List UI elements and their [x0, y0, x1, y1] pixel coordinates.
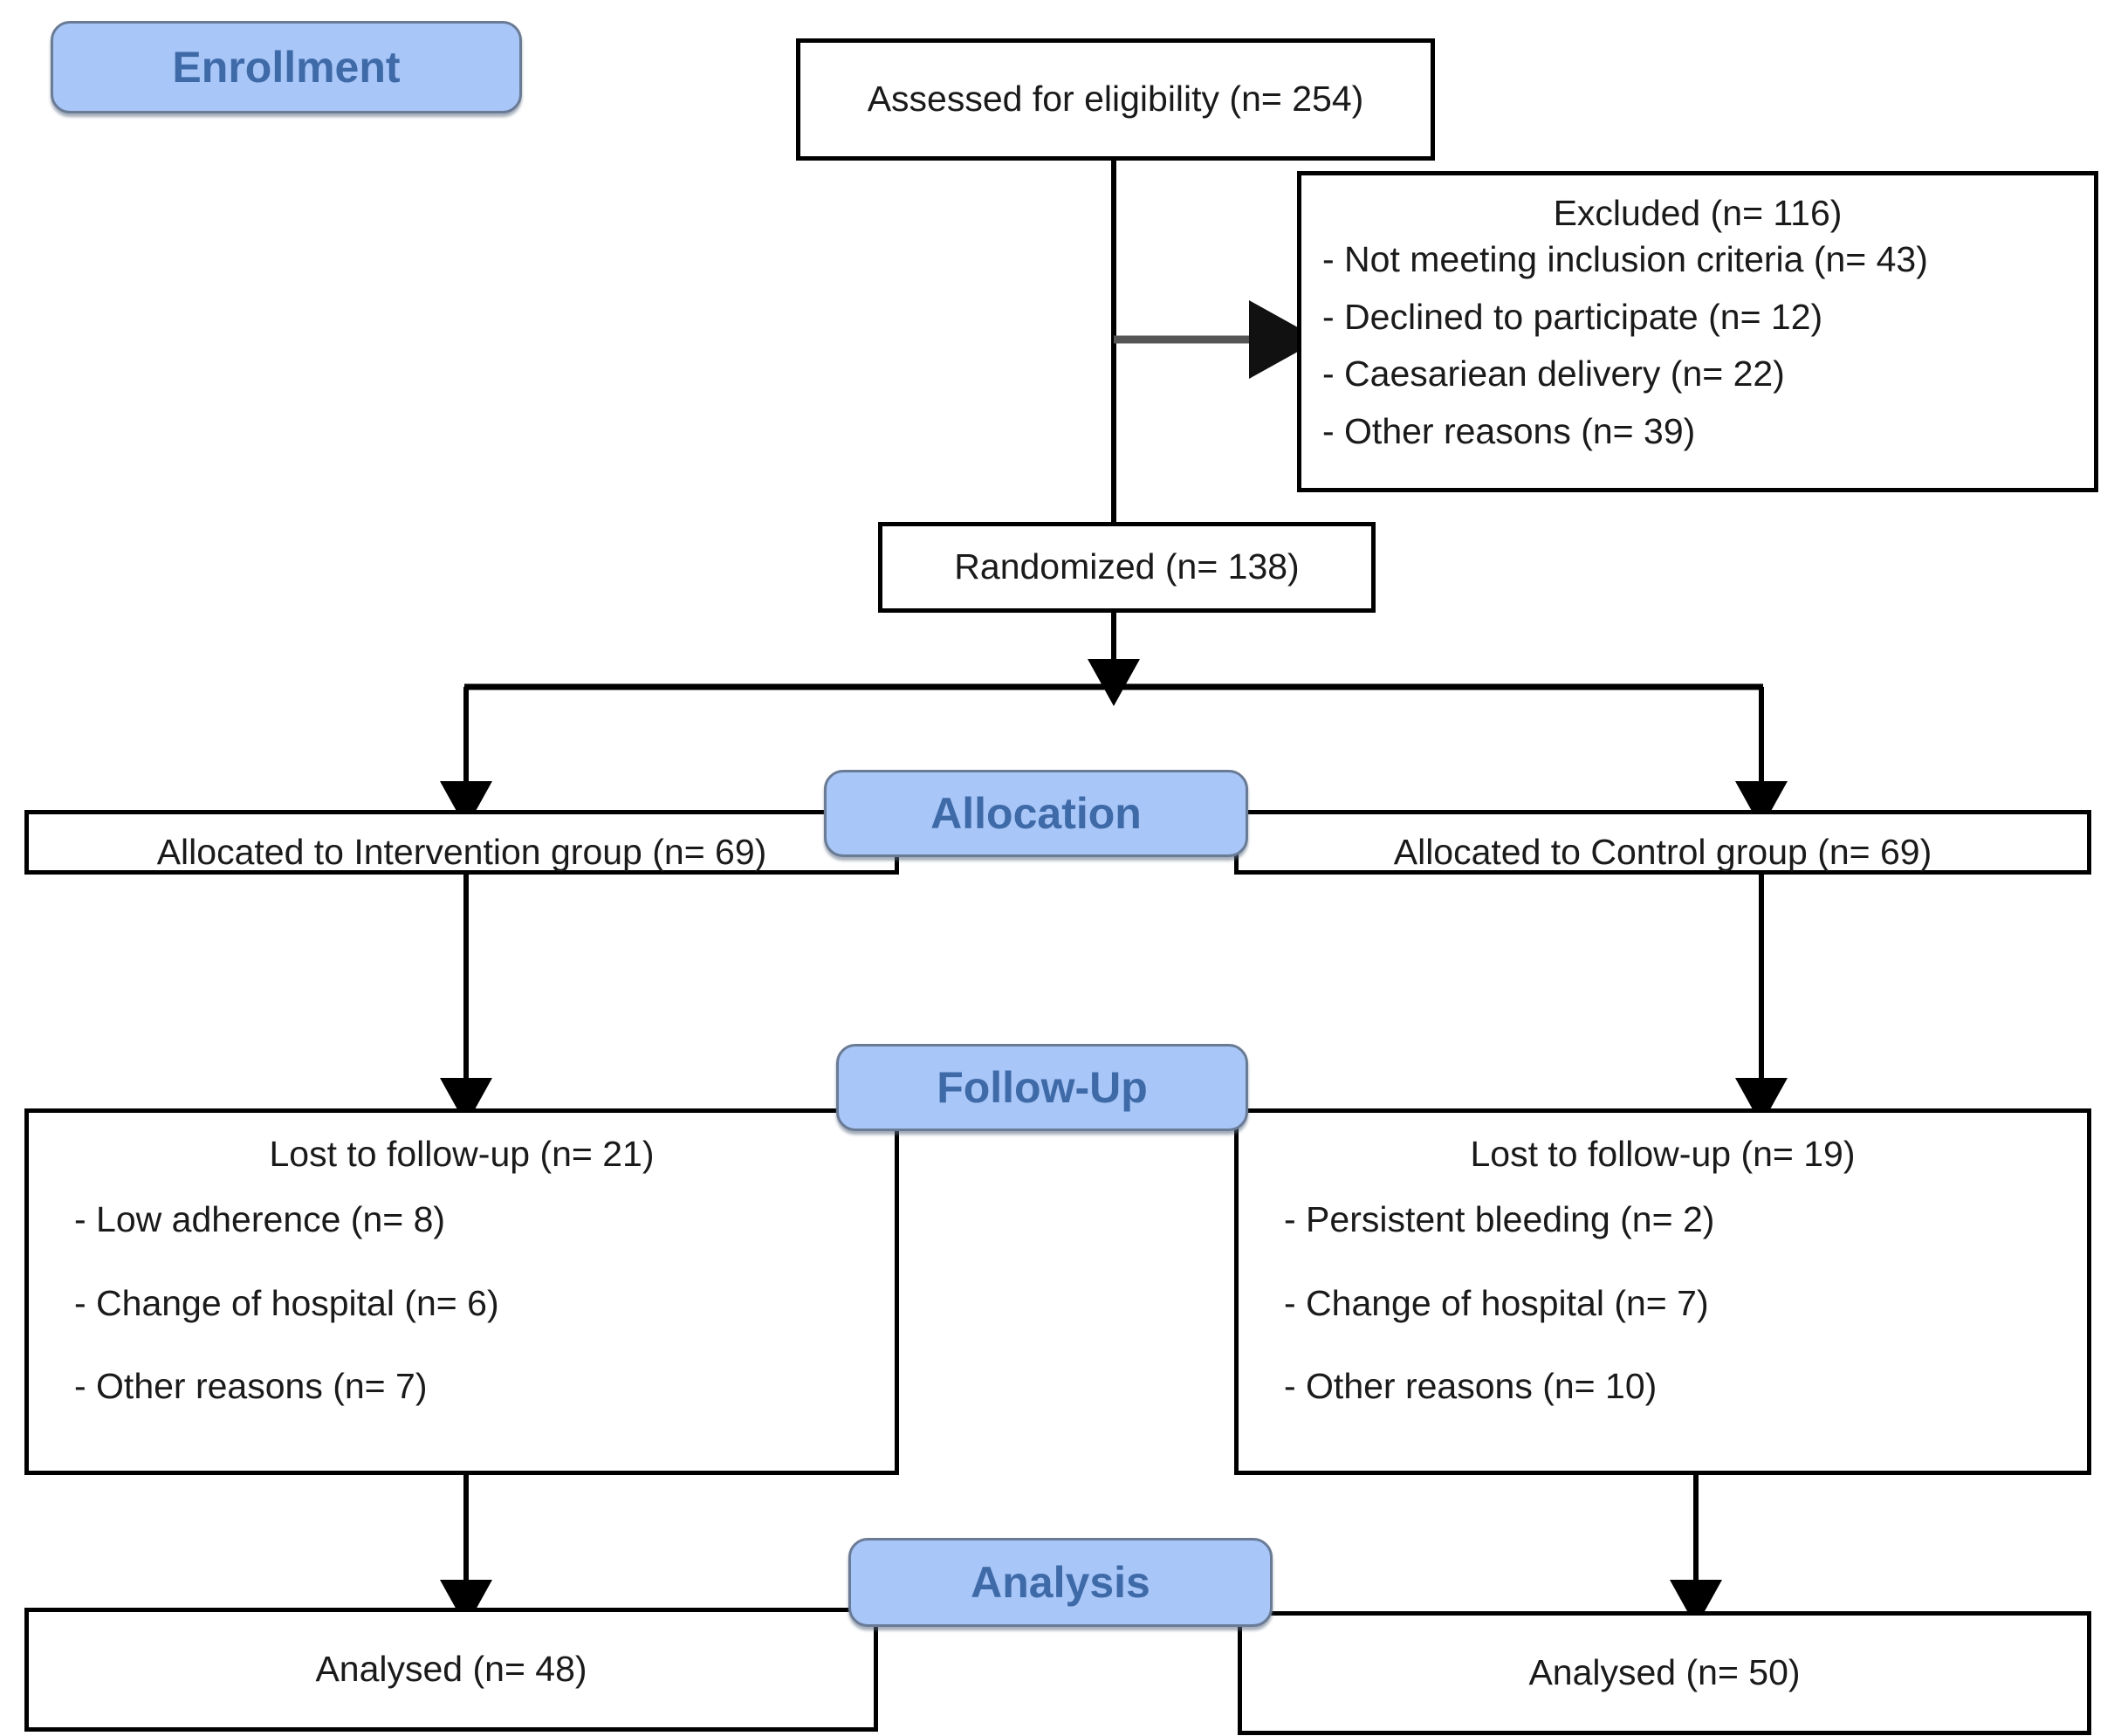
node-assessed-for-eligibility: Assessed for eligibility (n= 254): [796, 38, 1435, 161]
node-allocated-intervention-title: Allocated to Intervention group (n= 69): [156, 832, 767, 872]
list-item: - Caesariean delivery (n= 22): [1322, 353, 1785, 395]
list-item: - Low adherence (n= 8): [74, 1199, 446, 1240]
node-allocated-intervention: Allocated to Intervention group (n= 69): [24, 810, 899, 875]
stage-label-followup-text: Follow-Up: [937, 1063, 1148, 1112]
node-excluded-title: Excluded (n= 116): [1553, 193, 1843, 233]
stage-label-allocation: Allocation: [824, 770, 1248, 857]
node-lost-followup-intervention-bullets: - Low adherence (n= 8) - Change of hospi…: [29, 1199, 895, 1407]
stage-label-allocation-text: Allocation: [930, 789, 1142, 838]
node-analysed-intervention: Analysed (n= 48): [24, 1608, 878, 1732]
node-lost-followup-intervention-title: Lost to follow-up (n= 21): [269, 1134, 655, 1174]
list-item: - Other reasons (n= 39): [1322, 410, 1696, 451]
node-analysed-control-title: Analysed (n= 50): [1528, 1652, 1801, 1693]
list-item: - Declined to participate (n= 12): [1322, 296, 1823, 337]
node-assessed-title: Assessed for eligibility (n= 254): [867, 79, 1364, 120]
list-item: - Persistent bleeding (n= 2): [1284, 1199, 1715, 1240]
stage-label-analysis: Analysis: [848, 1538, 1273, 1627]
node-allocated-control-title: Allocated to Control group (n= 69): [1393, 832, 1932, 872]
node-excluded-bullets: - Not meeting inclusion criteria (n= 43)…: [1301, 239, 2094, 451]
stage-label-enrollment: Enrollment: [51, 21, 522, 113]
node-analysed-intervention-title: Analysed (n= 48): [315, 1649, 587, 1690]
node-randomized: Randomized (n= 138): [878, 522, 1376, 613]
list-item: - Change of hospital (n= 6): [74, 1282, 499, 1323]
stage-label-analysis-text: Analysis: [971, 1558, 1150, 1607]
list-item: - Other reasons (n= 10): [1284, 1366, 1658, 1407]
node-lost-followup-control-bullets: - Persistent bleeding (n= 2) - Change of…: [1239, 1199, 2087, 1407]
node-lost-followup-control: Lost to follow-up (n= 19) - Persistent b…: [1234, 1108, 2091, 1475]
list-item: - Other reasons (n= 7): [74, 1366, 428, 1407]
list-item: - Change of hospital (n= 7): [1284, 1282, 1709, 1323]
node-allocated-control: Allocated to Control group (n= 69): [1234, 810, 2091, 875]
list-item: - Not meeting inclusion criteria (n= 43): [1322, 239, 1928, 280]
node-randomized-title: Randomized (n= 138): [954, 546, 1300, 587]
stage-label-enrollment-text: Enrollment: [172, 43, 401, 92]
node-excluded: Excluded (n= 116) - Not meeting inclusio…: [1297, 171, 2098, 492]
node-analysed-control: Analysed (n= 50): [1238, 1611, 2091, 1735]
node-lost-followup-intervention: Lost to follow-up (n= 21) - Low adherenc…: [24, 1108, 899, 1475]
stage-label-followup: Follow-Up: [836, 1044, 1248, 1131]
node-lost-followup-control-title: Lost to follow-up (n= 19): [1470, 1134, 1856, 1174]
